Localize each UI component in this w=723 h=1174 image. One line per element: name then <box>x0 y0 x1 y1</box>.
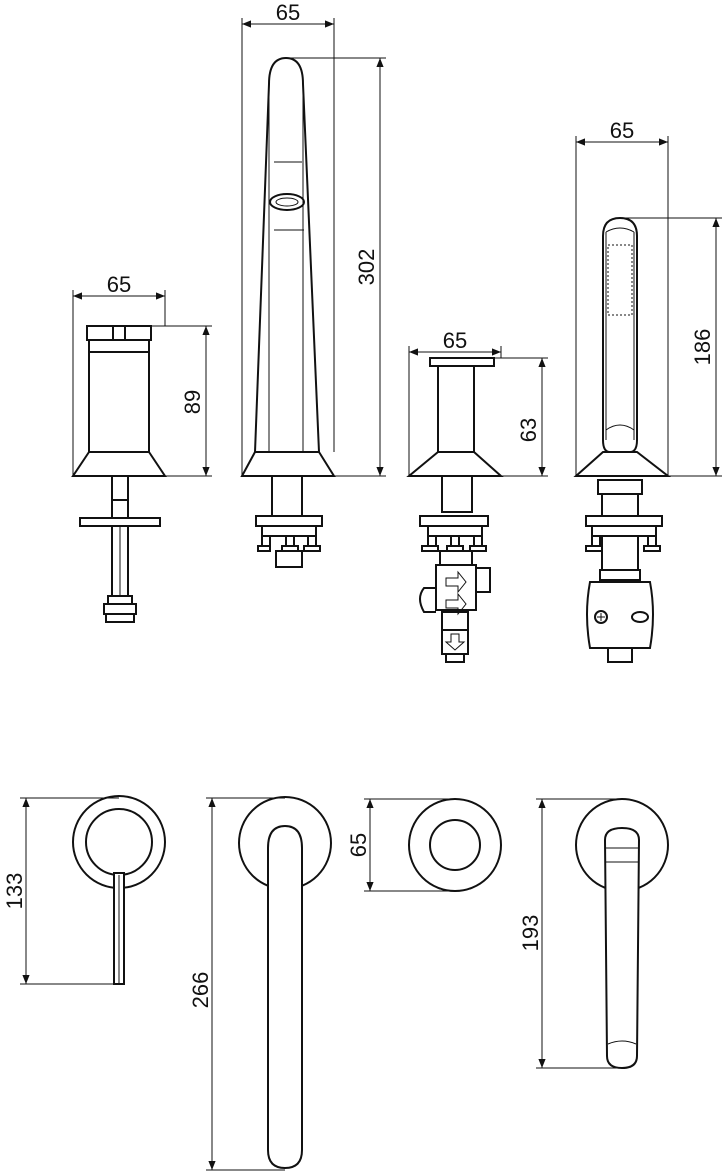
spout-width-dimension: 65 <box>241 0 335 476</box>
spout-elevation <box>240 56 336 568</box>
diverter-diameter-label: 65 <box>346 833 371 857</box>
diverter-elevation <box>406 357 504 663</box>
spout-height-label: 302 <box>354 249 379 286</box>
handshower-height-dimension: 186 <box>622 217 722 477</box>
mixer-width-dimension: 65 <box>72 272 166 476</box>
diverter-height-dimension: 63 <box>494 357 548 477</box>
diverter-height-label: 63 <box>516 418 541 442</box>
handshower-elevation <box>573 216 671 663</box>
handle-plan-view <box>72 795 166 985</box>
handshower-width-dimension: 65 <box>575 118 669 476</box>
diverter-plan-view <box>408 798 502 892</box>
handshower-height-label: 186 <box>690 329 715 366</box>
spout-width-label: 65 <box>276 0 300 25</box>
spout-length-label: 266 <box>188 972 213 1009</box>
diverter-diameter-dimension: 65 <box>346 798 455 892</box>
handle-height-label: 133 <box>2 873 27 910</box>
spout-height-dimension: 302 <box>290 57 386 477</box>
mixer-height-dimension: 89 <box>151 325 212 477</box>
handshower-width-label: 65 <box>610 118 634 143</box>
mixer-height-label: 89 <box>180 390 205 414</box>
handle-height-dimension: 133 <box>2 797 124 985</box>
handshower-plan-view <box>575 798 669 1070</box>
mixer-elevation <box>71 325 167 623</box>
handshower-length-label: 193 <box>518 915 543 952</box>
handshower-length-dimension: 193 <box>518 798 622 1069</box>
diverter-width-label: 65 <box>443 328 467 353</box>
spout-plan-view <box>238 796 332 1170</box>
diverter-width-dimension: 65 <box>408 328 502 476</box>
spout-length-dimension: 266 <box>188 797 285 1171</box>
mixer-width-label: 65 <box>107 272 131 297</box>
